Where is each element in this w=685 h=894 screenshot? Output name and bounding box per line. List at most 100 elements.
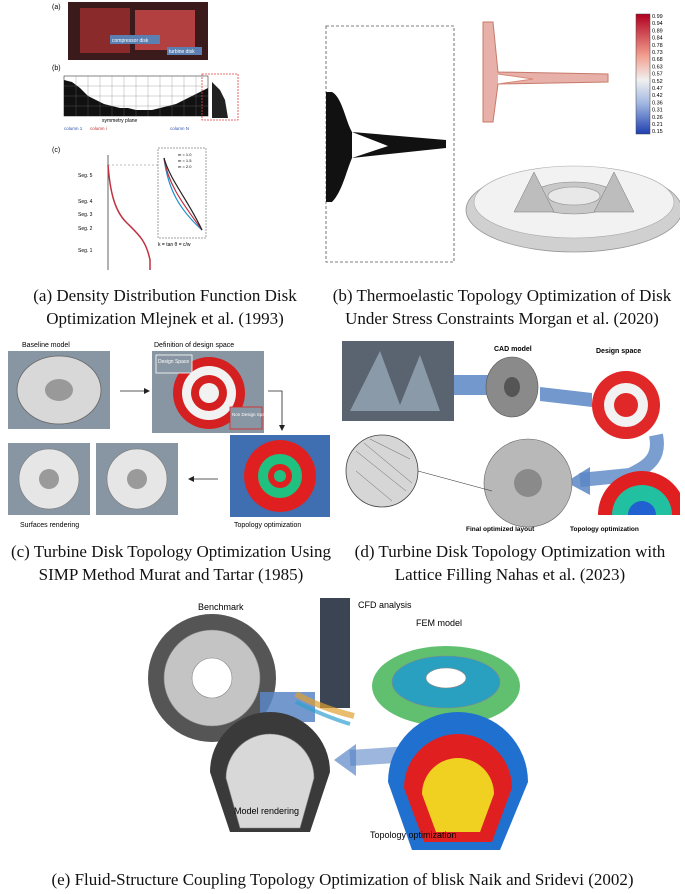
arrow-2 xyxy=(268,390,283,425)
colorbar-tick-label: 0.57 xyxy=(652,72,663,78)
column-label-1: column 1 xyxy=(64,126,83,131)
rendered-blisk-half xyxy=(210,712,330,832)
label-cfd: CFD analysis xyxy=(358,600,412,610)
label-final: Final optimized layout xyxy=(466,526,535,533)
topo-half-hub xyxy=(628,501,656,515)
cfd-streamlines-2 xyxy=(295,700,351,726)
caption-b: (b) Thermoelastic Topology Optimization … xyxy=(332,286,672,328)
label-fem: FEM model xyxy=(416,618,462,628)
photo-tag-turbine xyxy=(167,47,202,55)
zoom-line xyxy=(417,470,493,492)
density-grid xyxy=(63,75,209,117)
caption-d: (d) Turbine Disk Topology Optimization w… xyxy=(354,542,666,584)
disk-3d-render xyxy=(465,165,683,253)
panel-e-svg: Benchmark CFD analysis FEM model Model r… xyxy=(148,598,528,850)
colorbar-tick-label: 0.42 xyxy=(652,93,663,99)
panel-c-figure: Baseline model Definition of design spac… xyxy=(4,335,334,535)
caption-c: (c) Turbine Disk Topology Optimization U… xyxy=(10,542,332,584)
colorbar-tick-label: 0.84 xyxy=(652,36,663,42)
panel-d-figure: CAD model Design space Final optimized l… xyxy=(340,335,685,535)
photo-region-1 xyxy=(80,8,130,53)
label-design-space-d: Design space xyxy=(596,348,641,355)
cfd-domain xyxy=(320,598,350,708)
optimized-shape-2d xyxy=(326,92,446,202)
flow-arrow-2 xyxy=(540,387,592,407)
topo-blisk-half xyxy=(388,712,528,850)
arrow-head-1 xyxy=(144,388,150,394)
seg-label-4: Seg. 4 xyxy=(78,199,93,205)
topo-half-mid xyxy=(612,485,672,515)
colorbar xyxy=(635,13,651,135)
label-baseline: Baseline model xyxy=(22,342,70,349)
label-non-design: Non Design Space xyxy=(232,412,270,417)
column-label-n: column N xyxy=(170,126,189,131)
colorbar-tick-label: 0.63 xyxy=(652,64,663,70)
surfaces-hub-2 xyxy=(127,469,147,489)
panel-a-figure: (a) compressor disk turbine disk (b) sym… xyxy=(50,0,240,273)
design-space-tag xyxy=(155,354,193,374)
colorbar-tick-label: 0.21 xyxy=(652,122,663,128)
label-cad: CAD model xyxy=(494,346,532,353)
cfd-streamlines xyxy=(294,691,355,719)
flow-arrow-head-e2 xyxy=(334,744,356,776)
label-surfaces: Surfaces rendering xyxy=(20,522,79,529)
seg-label-5: Seg. 5 xyxy=(78,173,93,179)
colorbar-tick-label: 0.52 xyxy=(652,79,663,85)
sub-label-a: (a) xyxy=(52,4,61,11)
panel-c-svg: Baseline model Definition of design spac… xyxy=(8,342,330,529)
flow-arrow-head-3 xyxy=(566,467,590,495)
final-hub xyxy=(514,469,542,497)
colorbar-tick-label: 0.47 xyxy=(652,86,663,92)
arrow-head-2 xyxy=(279,425,285,431)
sub-label-b: (b) xyxy=(52,65,61,72)
photo-tag-compressor xyxy=(110,35,160,44)
lattice-struts xyxy=(355,438,413,502)
design-disk-hub xyxy=(614,393,638,417)
panel-e-figure: Benchmark CFD analysis FEM model Model r… xyxy=(140,592,540,866)
panel-a-svg: (a) compressor disk turbine disk (b) sym… xyxy=(52,2,239,273)
flow-arrow-1 xyxy=(454,375,490,395)
fem-blisk xyxy=(372,646,520,726)
inset-curve-2 xyxy=(163,157,203,231)
caption-a: (a) Density Distribution Function Disk O… xyxy=(33,286,297,328)
baseline-hub xyxy=(45,379,73,401)
surfaces-hub-1 xyxy=(39,469,59,489)
seg-label-1: Seg. 1 xyxy=(78,248,93,254)
colorbar-tick-label: 0.26 xyxy=(652,115,663,121)
photo-blades xyxy=(350,351,440,411)
arrow-head-3 xyxy=(188,476,194,482)
label-definition: Definition of design space xyxy=(154,342,234,349)
colorbar-tick-label: 0.78 xyxy=(652,43,663,49)
stress-hole xyxy=(497,73,534,85)
formula: k = tan θ = c/w xyxy=(158,242,191,248)
panel-d-svg: CAD model Design space Final optimized l… xyxy=(342,341,685,533)
stress-contour xyxy=(482,21,609,123)
label-rendering: Model rendering xyxy=(234,806,299,816)
colorbar-tick-label: 0.89 xyxy=(652,28,663,34)
benchmark-blisk xyxy=(148,614,276,742)
lattice-zoom xyxy=(345,434,419,508)
legend-2: m = 1.5 xyxy=(178,158,192,163)
non-design-tag xyxy=(229,406,263,430)
sub-label-c: (c) xyxy=(52,147,60,154)
label-topo-c: Topology optimization xyxy=(234,522,301,529)
cad-hub xyxy=(504,377,520,397)
photo-label-turbine: turbine disk xyxy=(169,49,195,55)
colorbar-tick-label: 0.15 xyxy=(652,129,663,135)
label-design-space: Design Space xyxy=(158,359,189,365)
colorbar-tick-label: 0.36 xyxy=(652,100,663,106)
colorbar-tick-label: 0.94 xyxy=(652,21,663,27)
plane-label: symmetry plane xyxy=(102,118,138,124)
seg-label-3: Seg. 3 xyxy=(78,212,93,218)
legend-1: m = 1.0 xyxy=(178,152,192,157)
zoom-box xyxy=(201,73,239,121)
colorbar-tick-label: 0.73 xyxy=(652,50,663,56)
photo-label-compressor: compressor disk xyxy=(112,38,149,44)
legend-3: m = 2.0 xyxy=(178,164,192,169)
label-topo-d: Topology optimization xyxy=(570,526,639,533)
design-hub xyxy=(199,383,219,403)
column-label-i: column i xyxy=(90,126,107,131)
colorbar-tick-label: 0.68 xyxy=(652,57,663,63)
label-benchmark: Benchmark xyxy=(198,602,244,612)
